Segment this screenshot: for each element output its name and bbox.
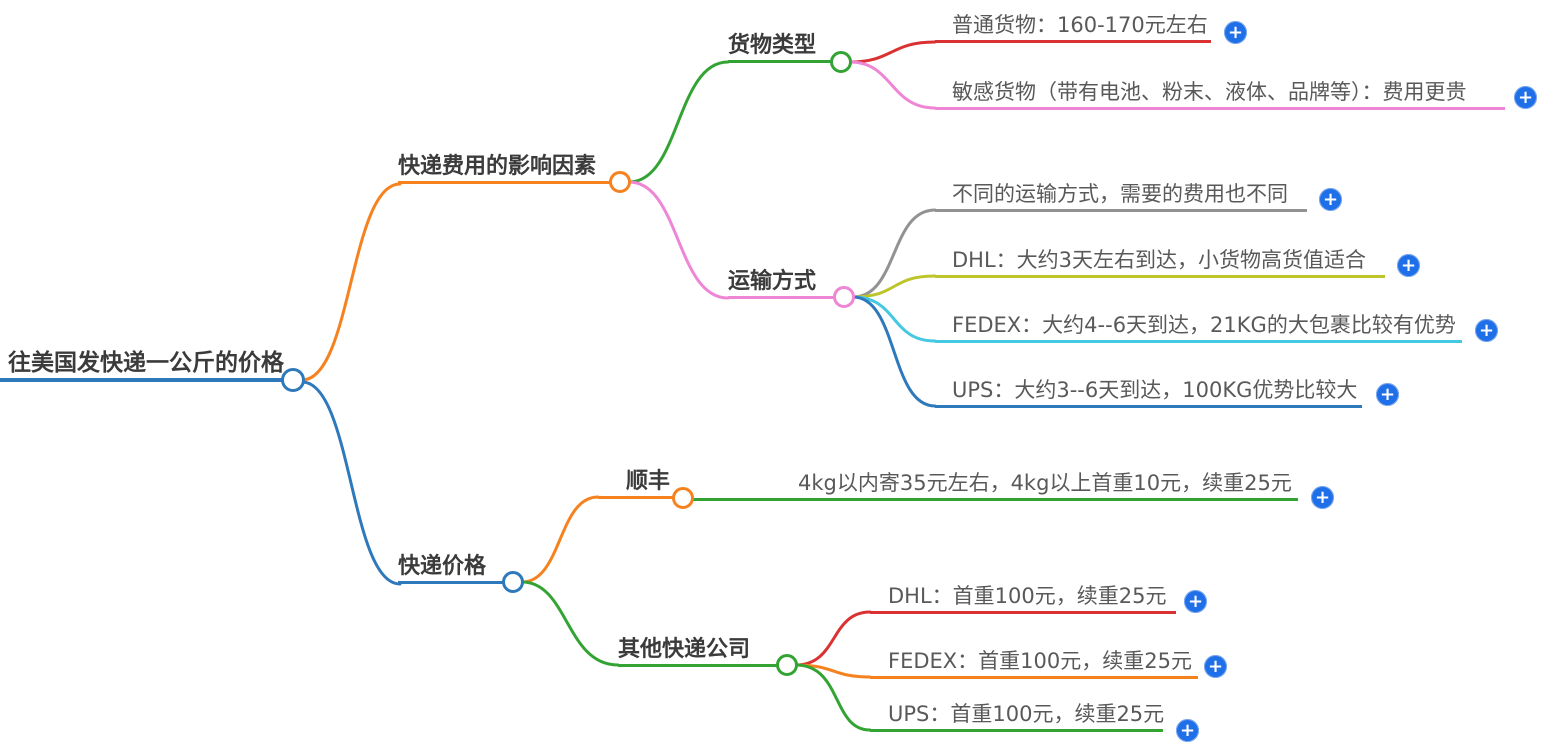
sf-node-dot[interactable] [672,487,694,509]
edge-cargo-sensitive [848,60,937,110]
root-node-dot[interactable] [281,368,305,392]
node-other-couriers-label: 其他快递公司 [618,637,751,662]
edge-transport-fedex [851,295,937,343]
node-dhl-price-label: DHL：首重100元，续重25元 [888,584,1167,608]
edge-root-factors [300,182,402,382]
node-root-label: 往美国发快递一公斤的价格 [8,350,284,376]
expand-plus-icon[interactable]: + [1397,254,1420,277]
edge-transport-note [851,208,937,299]
node-transport-note-label: 不同的运输方式，需要的费用也不同 [952,182,1288,206]
expand-plus-icon[interactable]: + [1224,21,1247,44]
edge-transport-dhl [851,274,937,299]
edge-factors-cargo-type [627,60,730,184]
expand-plus-icon[interactable]: + [1319,188,1342,211]
node-sf-price-label: 4kg以内寄35元左右，4kg以上首重10元，续重25元 [798,471,1292,495]
node-fedex-transport-label: FEDEX：大约4--6天到达，21KG的大包裹比较有优势 [952,313,1456,337]
node-ordinary-goods-label: 普通货物：160-170元左右 [952,13,1208,37]
node-fedex-transport[interactable]: FEDEX：大约4--6天到达，21KG的大包裹比较有优势 [935,307,1462,343]
expand-plus-icon[interactable]: + [1475,319,1498,342]
node-ups-price-label: UPS：首重100元，续重25元 [888,702,1165,726]
others-node-dot[interactable] [776,654,798,676]
node-transport-note[interactable]: 不同的运输方式，需要的费用也不同 [935,176,1307,212]
node-other-couriers[interactable]: 其他快递公司 [618,631,779,667]
factors-node-dot[interactable] [609,171,631,193]
edge-root-price [300,380,402,586]
edge-price-others [520,580,620,667]
node-fedex-price[interactable]: FEDEX：首重100元，续重25元 [870,643,1198,679]
node-price-label: 快递价格 [398,554,487,579]
cargo-type-node-dot[interactable] [830,51,852,73]
expand-plus-icon[interactable]: + [1311,486,1334,509]
expand-plus-icon[interactable]: + [1184,590,1207,613]
node-transport-mode-label: 运输方式 [728,269,817,294]
node-factors-label: 快递费用的影响因素 [398,154,597,179]
price-node-dot[interactable] [502,571,524,593]
node-sf-price[interactable]: 4kg以内寄35元左右，4kg以上首重10元，续重25元 [692,465,1298,501]
node-sf-express[interactable]: 顺丰 [598,463,675,499]
node-price[interactable]: 快递价格 [398,548,505,584]
node-cargo-type-label: 货物类型 [728,33,817,58]
node-factors[interactable]: 快递费用的影响因素 [398,148,612,184]
node-dhl-transport[interactable]: DHL：大约3天左右到达，小货物高货值适合 [935,242,1385,278]
node-ups-transport-label: UPS：大约3--6天到达，100KG优势比较大 [952,378,1358,402]
node-fedex-price-label: FEDEX：首重100元，续重25元 [888,649,1192,673]
node-cargo-type[interactable]: 货物类型 [728,27,833,63]
edge-price-sf [520,495,600,584]
edge-transport-ups [851,295,937,408]
expand-plus-icon[interactable]: + [1204,655,1227,678]
edge-factors-transport [627,180,730,300]
node-ordinary-goods[interactable]: 普通货物：160-170元左右 [935,7,1211,43]
node-ups-price[interactable]: UPS：首重100元，续重25元 [870,696,1165,732]
node-ups-transport[interactable]: UPS：大约3--6天到达，100KG优势比较大 [935,372,1362,408]
node-sf-express-label: 顺丰 [626,469,671,494]
expand-plus-icon[interactable]: + [1176,719,1199,742]
edge-others-ups [794,663,872,732]
edge-others-dhl [794,610,872,667]
expand-plus-icon[interactable]: + [1376,383,1399,406]
edge-cargo-ordinary [848,40,937,64]
node-sensitive-goods-label: 敏感货物（带有电池、粉末、液体、品牌等）：费用更贵 [952,80,1467,104]
node-sensitive-goods[interactable]: 敏感货物（带有电池、粉末、液体、品牌等）：费用更贵 [935,74,1505,110]
node-root[interactable]: 往美国发快递一公斤的价格 [0,346,293,382]
node-dhl-price[interactable]: DHL：首重100元，续重25元 [870,578,1176,614]
node-transport-mode[interactable]: 运输方式 [728,263,836,299]
transport-node-dot[interactable] [833,286,855,308]
expand-plus-icon[interactable]: + [1514,86,1537,109]
node-dhl-transport-label: DHL：大约3天左右到达，小货物高货值适合 [952,248,1367,272]
